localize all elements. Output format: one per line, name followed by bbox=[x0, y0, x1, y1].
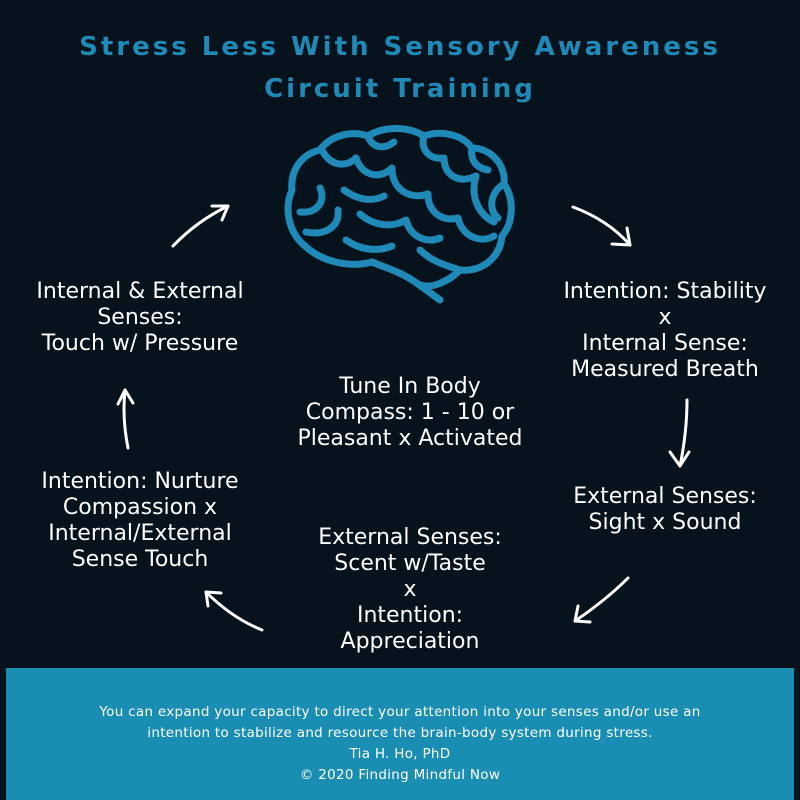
node-line: Touch w/ Pressure bbox=[41, 331, 239, 356]
title-line-1: Stress Less With Sensory Awareness bbox=[79, 32, 721, 62]
node-line: Internal Sense: bbox=[582, 331, 748, 356]
node-scent-taste: External Senses: Scent w/Taste x Intenti… bbox=[290, 525, 530, 655]
arrow-brain-to-stability-icon bbox=[571, 205, 632, 247]
footer-banner: You can expand your capacity to direct y… bbox=[6, 668, 794, 800]
node-line: External Senses: bbox=[318, 525, 502, 550]
node-line: Pleasant x Activated bbox=[297, 426, 523, 451]
arrow-sight-to-scent-icon bbox=[573, 576, 630, 624]
node-sight-sound: External Senses: Sight x Sound bbox=[540, 484, 790, 536]
node-line: Compassion x bbox=[62, 495, 218, 520]
arrow-touch-to-brain-icon bbox=[171, 204, 230, 248]
node-line: Internal & External bbox=[36, 279, 244, 304]
node-touch-pressure: Internal & External Senses: Touch w/ Pre… bbox=[5, 279, 275, 357]
footer-author: Tia H. Ho, PhD bbox=[349, 746, 451, 762]
node-line: Sense Touch bbox=[71, 547, 209, 572]
title-line-2: Circuit Training bbox=[264, 74, 536, 104]
node-line: External Senses: bbox=[573, 484, 757, 509]
node-line: Appreciation bbox=[340, 629, 480, 654]
node-line: Compass: 1 - 10 or bbox=[305, 400, 515, 425]
node-line: Scent w/Taste bbox=[334, 551, 486, 576]
node-line: Sight x Sound bbox=[588, 510, 742, 535]
footer-line-1: You can expand your capacity to direct y… bbox=[99, 704, 701, 720]
footer-text: You can expand your capacity to direct y… bbox=[6, 702, 794, 786]
node-line: x bbox=[403, 577, 417, 602]
node-line: Measured Breath bbox=[571, 357, 759, 382]
footer-line-2: intention to stabilize and resource the … bbox=[147, 725, 653, 741]
node-intention-nurture: Intention: Nurture Compassion x Internal… bbox=[10, 469, 270, 573]
footer-copyright: © 2020 Finding Mindful Now bbox=[299, 767, 501, 783]
node-line: Intention: Nurture bbox=[41, 469, 239, 494]
node-line: Intention: Stability bbox=[563, 279, 767, 304]
node-line: Internal/External bbox=[48, 521, 232, 546]
node-line: Senses: bbox=[97, 305, 183, 330]
arrow-nurture-to-touch-icon bbox=[116, 388, 135, 450]
arrow-scent-to-nurture-icon bbox=[204, 590, 264, 632]
node-line: x bbox=[658, 305, 672, 330]
node-intention-stability: Intention: Stability x Internal Sense: M… bbox=[540, 279, 790, 383]
node-line: Intention: bbox=[356, 603, 464, 628]
node-body-compass: Tune In Body Compass: 1 - 10 or Pleasant… bbox=[275, 374, 545, 452]
arrow-stability-to-sight-icon bbox=[668, 398, 691, 468]
node-line: Tune In Body bbox=[339, 374, 481, 399]
